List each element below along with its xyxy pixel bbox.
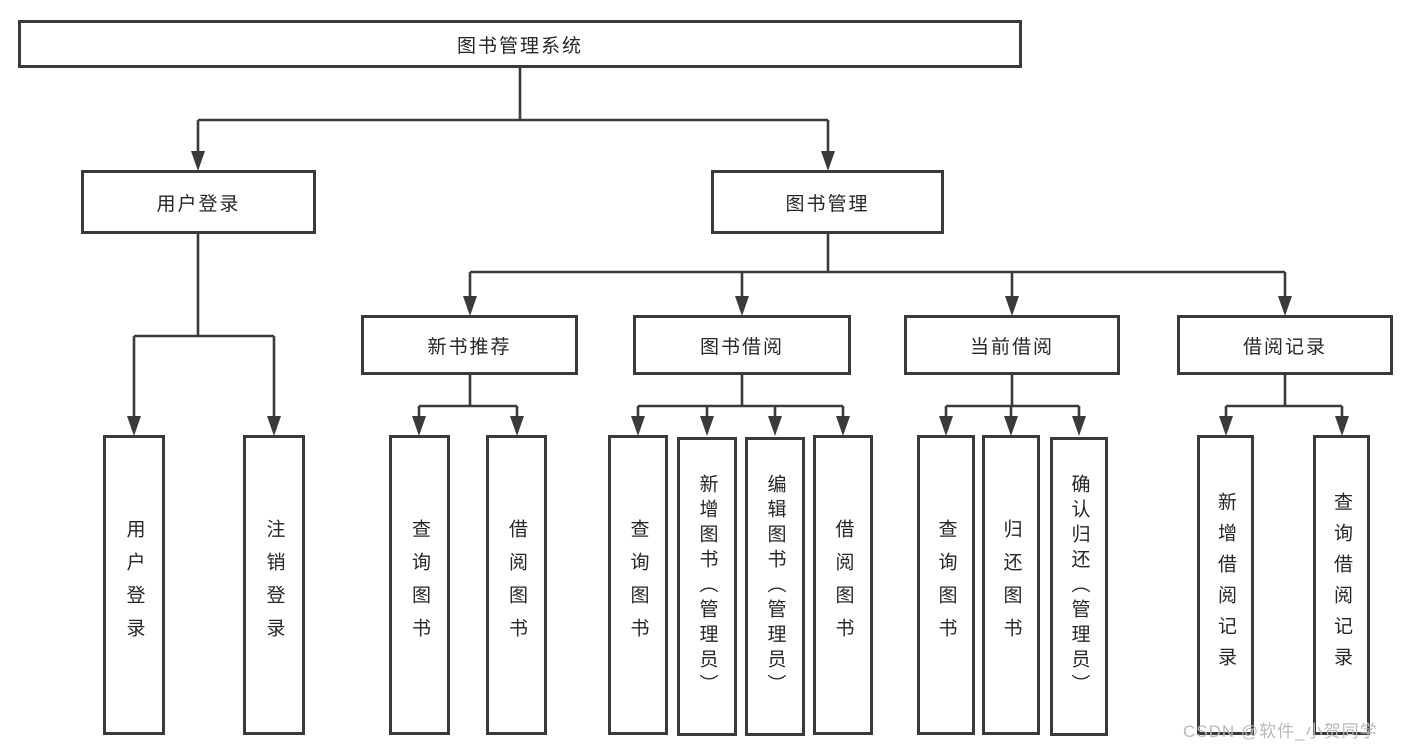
node-user-login: 用户登录	[81, 170, 316, 234]
leaf-add-borrow-record: 新增借阅记录	[1197, 435, 1254, 735]
node-current-borrowing-label: 当前借阅	[969, 336, 1054, 358]
leaf-user-login-label: 用户登录	[123, 519, 145, 651]
leaf-add-books-admin-label: 新增图书（管理员）	[696, 474, 718, 699]
node-root-label: 图书管理系统	[456, 35, 583, 57]
node-book-management-label: 图书管理	[785, 193, 870, 215]
node-user-login-label: 用户登录	[156, 193, 241, 215]
leaf-query-borrow-record: 查询借阅记录	[1313, 435, 1370, 735]
leaf-borrow-books-recommend-label: 借阅图书	[506, 519, 527, 651]
leaf-query-books-borrowing-label: 查询图书	[627, 519, 649, 651]
node-book-borrowing-label: 图书借阅	[699, 336, 784, 358]
leaf-add-books-admin: 新增图书（管理员）	[677, 437, 737, 736]
leaf-confirm-return-admin: 确认归还（管理员）	[1050, 437, 1108, 736]
leaf-borrow-books-borrowing-label: 借阅图书	[832, 519, 854, 651]
leaf-query-borrow-record-label: 查询借阅记录	[1331, 492, 1352, 678]
leaf-query-books-recommend: 查询图书	[389, 435, 450, 735]
leaf-query-books-borrowing: 查询图书	[608, 435, 668, 735]
csdn-watermark: CSDN @软件_小贺同学	[1183, 722, 1378, 741]
leaf-borrow-books-borrowing: 借阅图书	[813, 435, 873, 735]
leaf-query-books-recommend-label: 查询图书	[409, 519, 430, 651]
node-new-book-recommend: 新书推荐	[361, 315, 578, 375]
node-book-borrowing: 图书借阅	[633, 315, 851, 375]
node-root: 图书管理系统	[18, 20, 1022, 68]
node-current-borrowing: 当前借阅	[904, 315, 1120, 375]
node-book-management: 图书管理	[711, 170, 944, 234]
leaf-borrow-books-recommend: 借阅图书	[486, 435, 547, 735]
leaf-add-borrow-record-label: 新增借阅记录	[1215, 492, 1236, 678]
node-new-book-recommend-label: 新书推荐	[427, 336, 512, 358]
leaf-edit-books-admin-label: 编辑图书（管理员）	[764, 474, 786, 699]
leaf-query-books-current: 查询图书	[917, 435, 975, 735]
leaf-return-books: 归还图书	[982, 435, 1040, 735]
leaf-query-books-current-label: 查询图书	[935, 519, 957, 651]
leaf-return-books-label: 归还图书	[1000, 519, 1022, 651]
leaf-logout: 注销登录	[243, 435, 305, 735]
leaf-edit-books-admin: 编辑图书（管理员）	[745, 437, 805, 736]
leaf-user-login: 用户登录	[103, 435, 165, 735]
node-borrowing-records-label: 借阅记录	[1242, 336, 1327, 358]
node-borrowing-records: 借阅记录	[1177, 315, 1393, 375]
leaf-confirm-return-admin-label: 确认归还（管理员）	[1068, 474, 1090, 699]
leaf-logout-label: 注销登录	[263, 519, 285, 651]
